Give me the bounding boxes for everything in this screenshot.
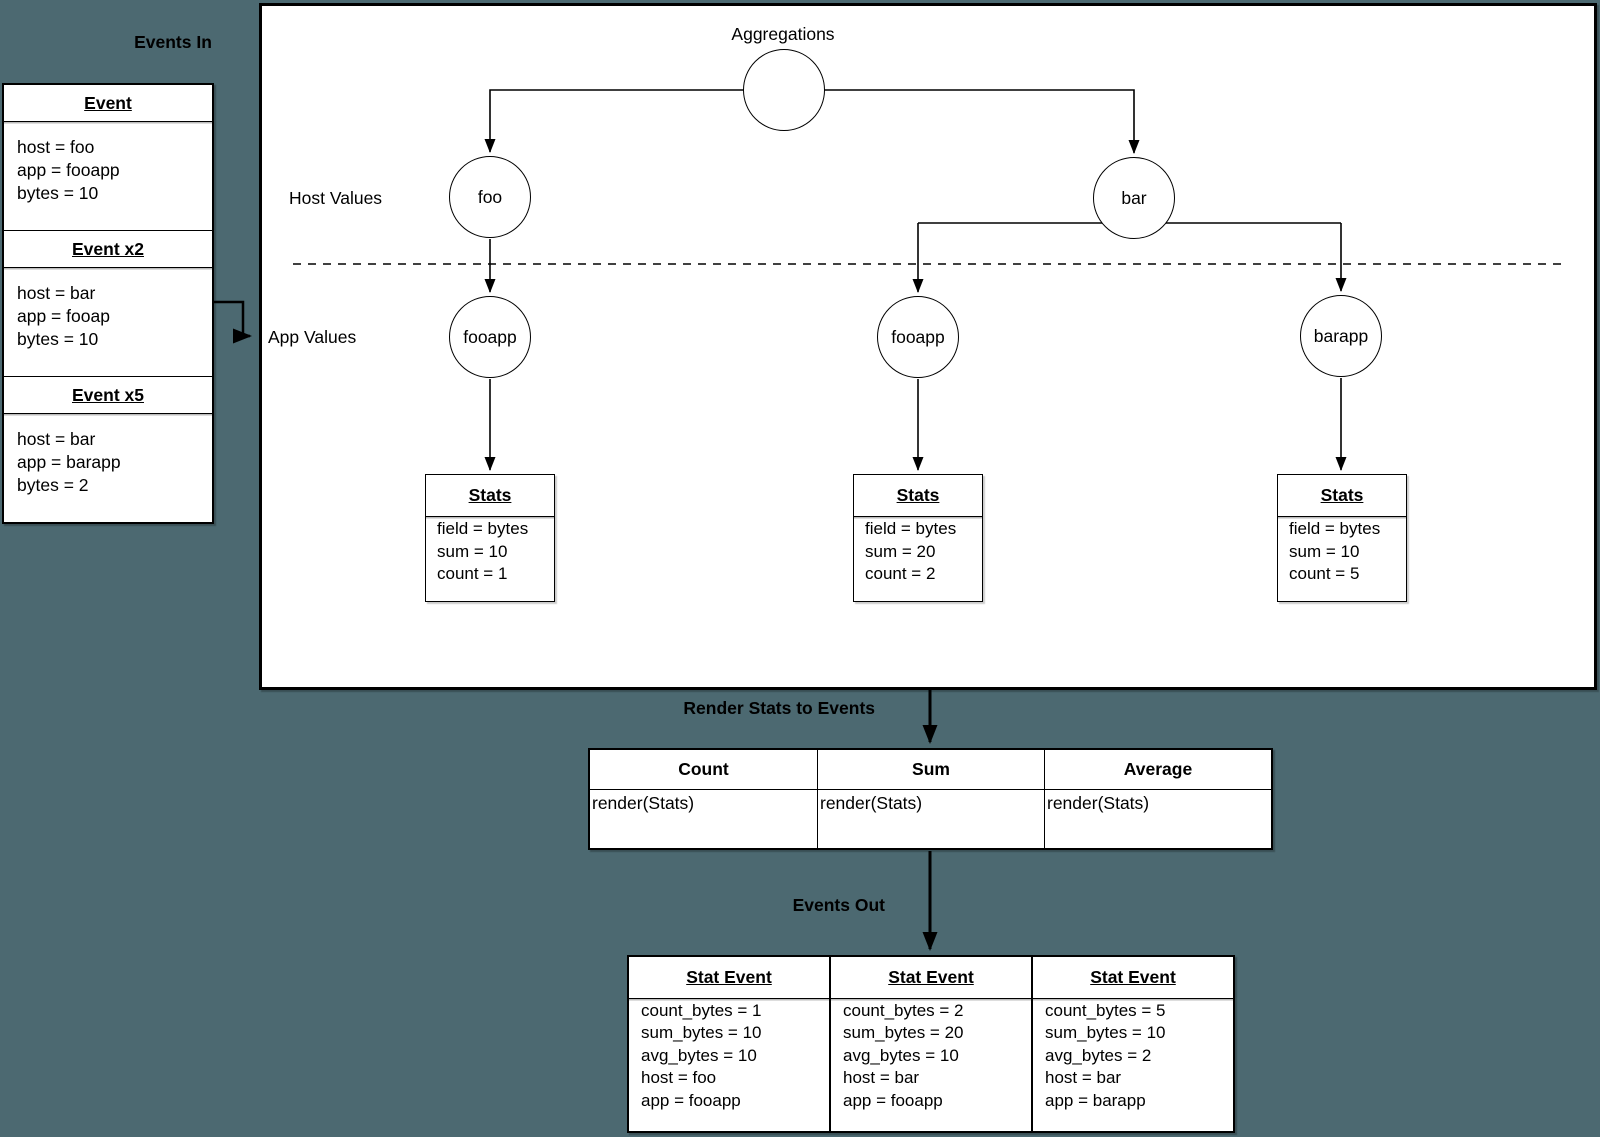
stat-event-body: count_bytes = 5 sum_bytes = 10 avg_bytes…	[1033, 999, 1233, 1112]
host-node-label: foo	[477, 186, 503, 207]
render-table: Count Sum Average render(Stats) render(S…	[588, 748, 1273, 850]
stats-field: field = bytes	[1289, 519, 1381, 538]
stats-body: field = bytes sum = 10 count = 5	[1278, 517, 1406, 586]
stats-title: Stats	[426, 475, 554, 517]
stat-event-field: sum_bytes = 10	[1045, 1023, 1166, 1043]
stats-field: count = 2	[865, 564, 936, 583]
stat-events-group: Stat Event count_bytes = 1 sum_bytes = 1…	[627, 955, 1235, 1133]
event-field: app = fooap	[17, 306, 110, 326]
event-field: app = barapp	[17, 452, 121, 472]
stat-event-field: host = foo	[641, 1068, 717, 1088]
stats-field: sum = 10	[437, 541, 508, 561]
render-table-header-average: Average	[1044, 750, 1271, 790]
app-node-label: fooapp	[463, 326, 517, 347]
stat-event-field: count_bytes = 2	[843, 1001, 964, 1020]
host-node-label: bar	[1121, 187, 1147, 208]
events-out-label: Events Out	[792, 895, 885, 915]
stats-body: field = bytes sum = 20 count = 2	[854, 517, 982, 586]
stat-event-field: app = fooapp	[641, 1090, 741, 1110]
event-section-body: host = foo app = fooapp bytes = 10	[4, 122, 212, 230]
app-node-fooapp-2: fooapp	[877, 296, 959, 378]
stat-event-field: count_bytes = 1	[641, 1001, 762, 1020]
stat-event-field: avg_bytes = 10	[641, 1045, 757, 1065]
app-node-label: fooapp	[891, 326, 945, 347]
host-node-foo: foo	[449, 156, 531, 238]
render-table-cell: render(Stats)	[592, 793, 695, 813]
events-in-connector	[211, 300, 252, 344]
render-table-header-sum: Sum	[817, 750, 1044, 790]
render-table-cell: render(Stats)	[817, 790, 1044, 848]
app-values-label: App Values	[268, 327, 357, 347]
event-section-body: host = bar app = barapp bytes = 2	[4, 414, 212, 522]
stat-event-field: app = barapp	[1045, 1090, 1146, 1110]
stat-event-body: count_bytes = 2 sum_bytes = 20 avg_bytes…	[831, 999, 1031, 1112]
event-field: bytes = 10	[17, 183, 99, 203]
event-section-title: Event x5	[4, 376, 212, 414]
stats-field: count = 1	[437, 564, 508, 583]
event-section-body: host = bar app = fooap bytes = 10	[4, 268, 212, 376]
stat-event-field: avg_bytes = 10	[843, 1045, 959, 1065]
stats-field: sum = 10	[1289, 541, 1360, 561]
event-field: app = fooapp	[17, 160, 120, 180]
stat-event-body: count_bytes = 1 sum_bytes = 10 avg_bytes…	[629, 999, 829, 1112]
event-field: bytes = 2	[17, 475, 89, 495]
stats-box-3: Stats field = bytes sum = 10 count = 5	[1277, 474, 1407, 602]
stat-event-field: app = fooapp	[843, 1090, 943, 1110]
stat-event-field: avg_bytes = 2	[1045, 1045, 1152, 1065]
event-field: bytes = 10	[17, 329, 99, 349]
app-node-label: barapp	[1313, 325, 1369, 346]
host-values-label: Host Values	[289, 188, 383, 208]
stats-title: Stats	[854, 475, 982, 517]
app-node-fooapp-1: fooapp	[449, 296, 531, 378]
stats-field: count = 5	[1289, 564, 1360, 583]
render-table-header-count: Count	[590, 750, 817, 790]
app-node-barapp: barapp	[1300, 295, 1382, 377]
stats-box-2: Stats field = bytes sum = 20 count = 2	[853, 474, 983, 602]
event-section-title: Event	[4, 85, 212, 122]
event-field: host = bar	[17, 283, 96, 303]
stat-event-field: host = bar	[1045, 1068, 1122, 1088]
stat-event-title: Stat Event	[1033, 957, 1233, 999]
stats-title: Stats	[1278, 475, 1406, 517]
event-field: host = bar	[17, 429, 96, 449]
aggregations-root-node	[743, 49, 825, 131]
stat-event-field: host = bar	[843, 1068, 920, 1088]
events-in-box: Event host = foo app = fooapp bytes = 10…	[2, 83, 214, 524]
stat-event-box-2: Stat Event count_bytes = 2 sum_bytes = 2…	[829, 957, 1031, 1131]
render-stats-label: Render Stats to Events	[683, 698, 875, 718]
event-field: host = foo	[17, 137, 95, 157]
stat-event-title: Stat Event	[831, 957, 1031, 999]
stat-event-box-1: Stat Event count_bytes = 1 sum_bytes = 1…	[629, 957, 829, 1131]
stats-field: field = bytes	[437, 519, 529, 538]
host-node-bar: bar	[1093, 157, 1175, 239]
stat-event-field: sum_bytes = 20	[843, 1023, 964, 1043]
events-in-label: Events In	[134, 32, 212, 52]
stats-body: field = bytes sum = 10 count = 1	[426, 517, 554, 586]
stat-event-field: count_bytes = 5	[1045, 1001, 1166, 1020]
stat-event-box-3: Stat Event count_bytes = 5 sum_bytes = 1…	[1031, 957, 1233, 1131]
render-table-cell: render(Stats)	[1044, 790, 1271, 848]
stats-box-1: Stats field = bytes sum = 10 count = 1	[425, 474, 555, 602]
stat-event-field: sum_bytes = 10	[641, 1023, 762, 1043]
stat-event-title: Stat Event	[629, 957, 829, 999]
stats-field: sum = 20	[865, 541, 936, 561]
aggregations-label: Aggregations	[731, 24, 835, 44]
stats-field: field = bytes	[865, 519, 957, 538]
event-section-title: Event x2	[4, 230, 212, 268]
